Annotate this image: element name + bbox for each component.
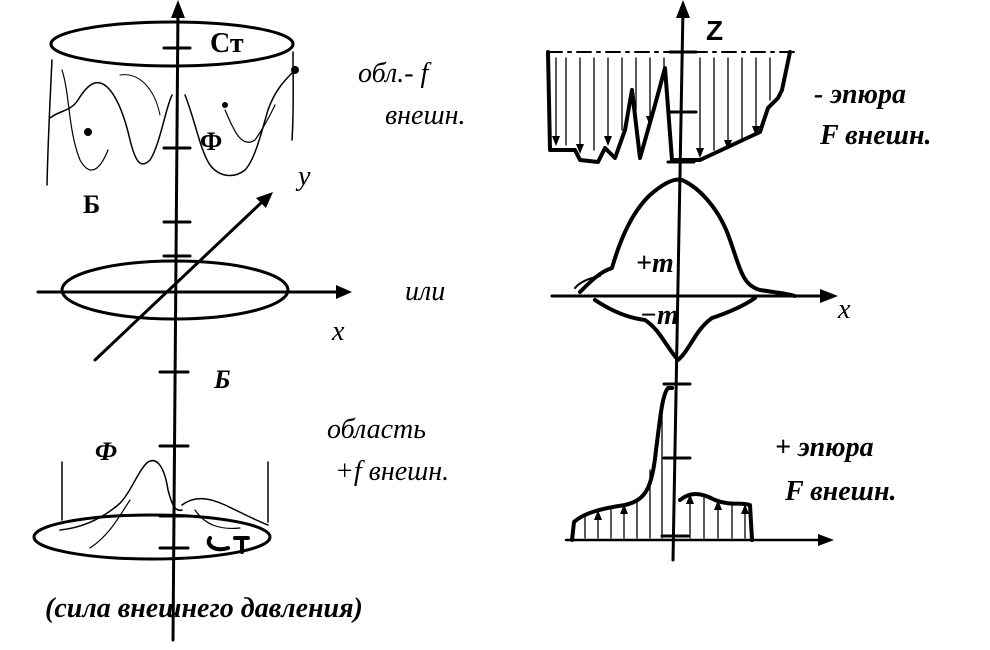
top-cylinder-surface-left bbox=[49, 81, 173, 165]
top-cylinder-blot3 bbox=[291, 66, 299, 74]
positive-epure-curve-left bbox=[570, 386, 674, 542]
text-plus-region-line1: область bbox=[327, 414, 426, 445]
bottom-cylinder-inner-line2 bbox=[194, 509, 241, 530]
left-label-b-mid: Б bbox=[213, 365, 231, 394]
text-plus-epure-line1: + эпюра bbox=[775, 432, 874, 463]
bottom-cylinder-surface-left bbox=[59, 459, 183, 531]
positive-epure-hatching bbox=[584, 399, 746, 539]
top-cylinder-inner-line bbox=[61, 69, 109, 171]
bottom-cylinder-inner-line bbox=[89, 499, 131, 549]
bottom-cylinder bbox=[32, 459, 272, 561]
top-cylinder-blot bbox=[84, 128, 92, 136]
left-label-st-top: Ст bbox=[210, 28, 244, 59]
text-or: или bbox=[405, 276, 445, 307]
top-cylinder bbox=[46, 20, 299, 186]
moment-epure bbox=[550, 177, 838, 362]
top-cylinder-surface-right bbox=[184, 71, 294, 177]
negative-epure-arrowheads bbox=[552, 116, 760, 158]
top-cylinder-left-wall bbox=[46, 59, 53, 186]
text-minus-region-line1: обл.- f bbox=[358, 58, 432, 89]
bottom-cylinder-ellipse bbox=[32, 513, 272, 561]
left-label-f-bottom: Ф bbox=[95, 437, 117, 466]
positive-epure-curve-right bbox=[678, 492, 754, 542]
text-minus-region-line2: внешн. bbox=[385, 100, 466, 131]
middle-texts: обл.- f внешн. или область +f внешн. bbox=[327, 58, 466, 487]
top-cylinder-inner-line3 bbox=[119, 74, 161, 116]
negative-epure-hatching bbox=[555, 57, 771, 156]
text-minus-epure-line2: F внешн. bbox=[819, 120, 932, 151]
top-cylinder-ellipse bbox=[49, 20, 295, 68]
left-y-axis bbox=[93, 200, 264, 362]
middle-coordinate-system bbox=[36, 192, 352, 362]
plus-m-curve bbox=[578, 177, 797, 298]
negative-epure bbox=[546, 50, 799, 164]
left-label-f-top: Ф bbox=[200, 127, 222, 156]
right-x-arrowhead bbox=[820, 289, 838, 303]
bottom-cylinder-surface-right bbox=[181, 497, 269, 526]
caption: (сила внешнего давления) bbox=[45, 593, 363, 624]
left-x-arrowhead bbox=[336, 285, 352, 299]
left-label-b-top: Б bbox=[83, 190, 100, 219]
left-vertical-axis bbox=[171, 4, 180, 642]
top-cylinder-inner-line2 bbox=[224, 104, 276, 143]
right-vertical-axis bbox=[671, 6, 685, 562]
left-label-x: x bbox=[331, 316, 345, 347]
left-y-arrowhead bbox=[256, 192, 273, 208]
top-cylinder-blot2 bbox=[222, 102, 228, 108]
positive-epure-arrowheads bbox=[594, 494, 749, 520]
text-plus-region-line2: +f внешн. bbox=[335, 456, 449, 487]
bottom-st-scrawl bbox=[206, 536, 250, 554]
right-label-plus-m: +m bbox=[636, 248, 674, 279]
text-plus-epure-line2: F внешн. bbox=[784, 476, 897, 507]
negative-epure-curve bbox=[546, 50, 792, 164]
left-axis-arrowhead bbox=[171, 0, 185, 18]
right-axis-arrowhead bbox=[676, 0, 690, 18]
middle-ellipse bbox=[60, 259, 290, 321]
text-minus-epure-line1: - эпюра bbox=[814, 79, 906, 110]
right-label-minus-m: −m bbox=[640, 300, 679, 331]
left-label-y: y bbox=[295, 161, 311, 192]
right-label-x: x bbox=[837, 294, 851, 325]
positive-epure bbox=[564, 386, 834, 546]
left-figure: Ст Ф Б y x Б Ф bbox=[32, 0, 352, 642]
right-figure: Z x +m −m - эпюра F внешн. + эпюра F вне… bbox=[546, 0, 932, 562]
positive-epure-arrowhead bbox=[818, 534, 834, 546]
top-cylinder-right-wall bbox=[291, 51, 294, 141]
right-label-z: Z bbox=[706, 15, 723, 46]
moment-side-stroke bbox=[574, 275, 601, 289]
minus-m-curve bbox=[593, 296, 757, 362]
